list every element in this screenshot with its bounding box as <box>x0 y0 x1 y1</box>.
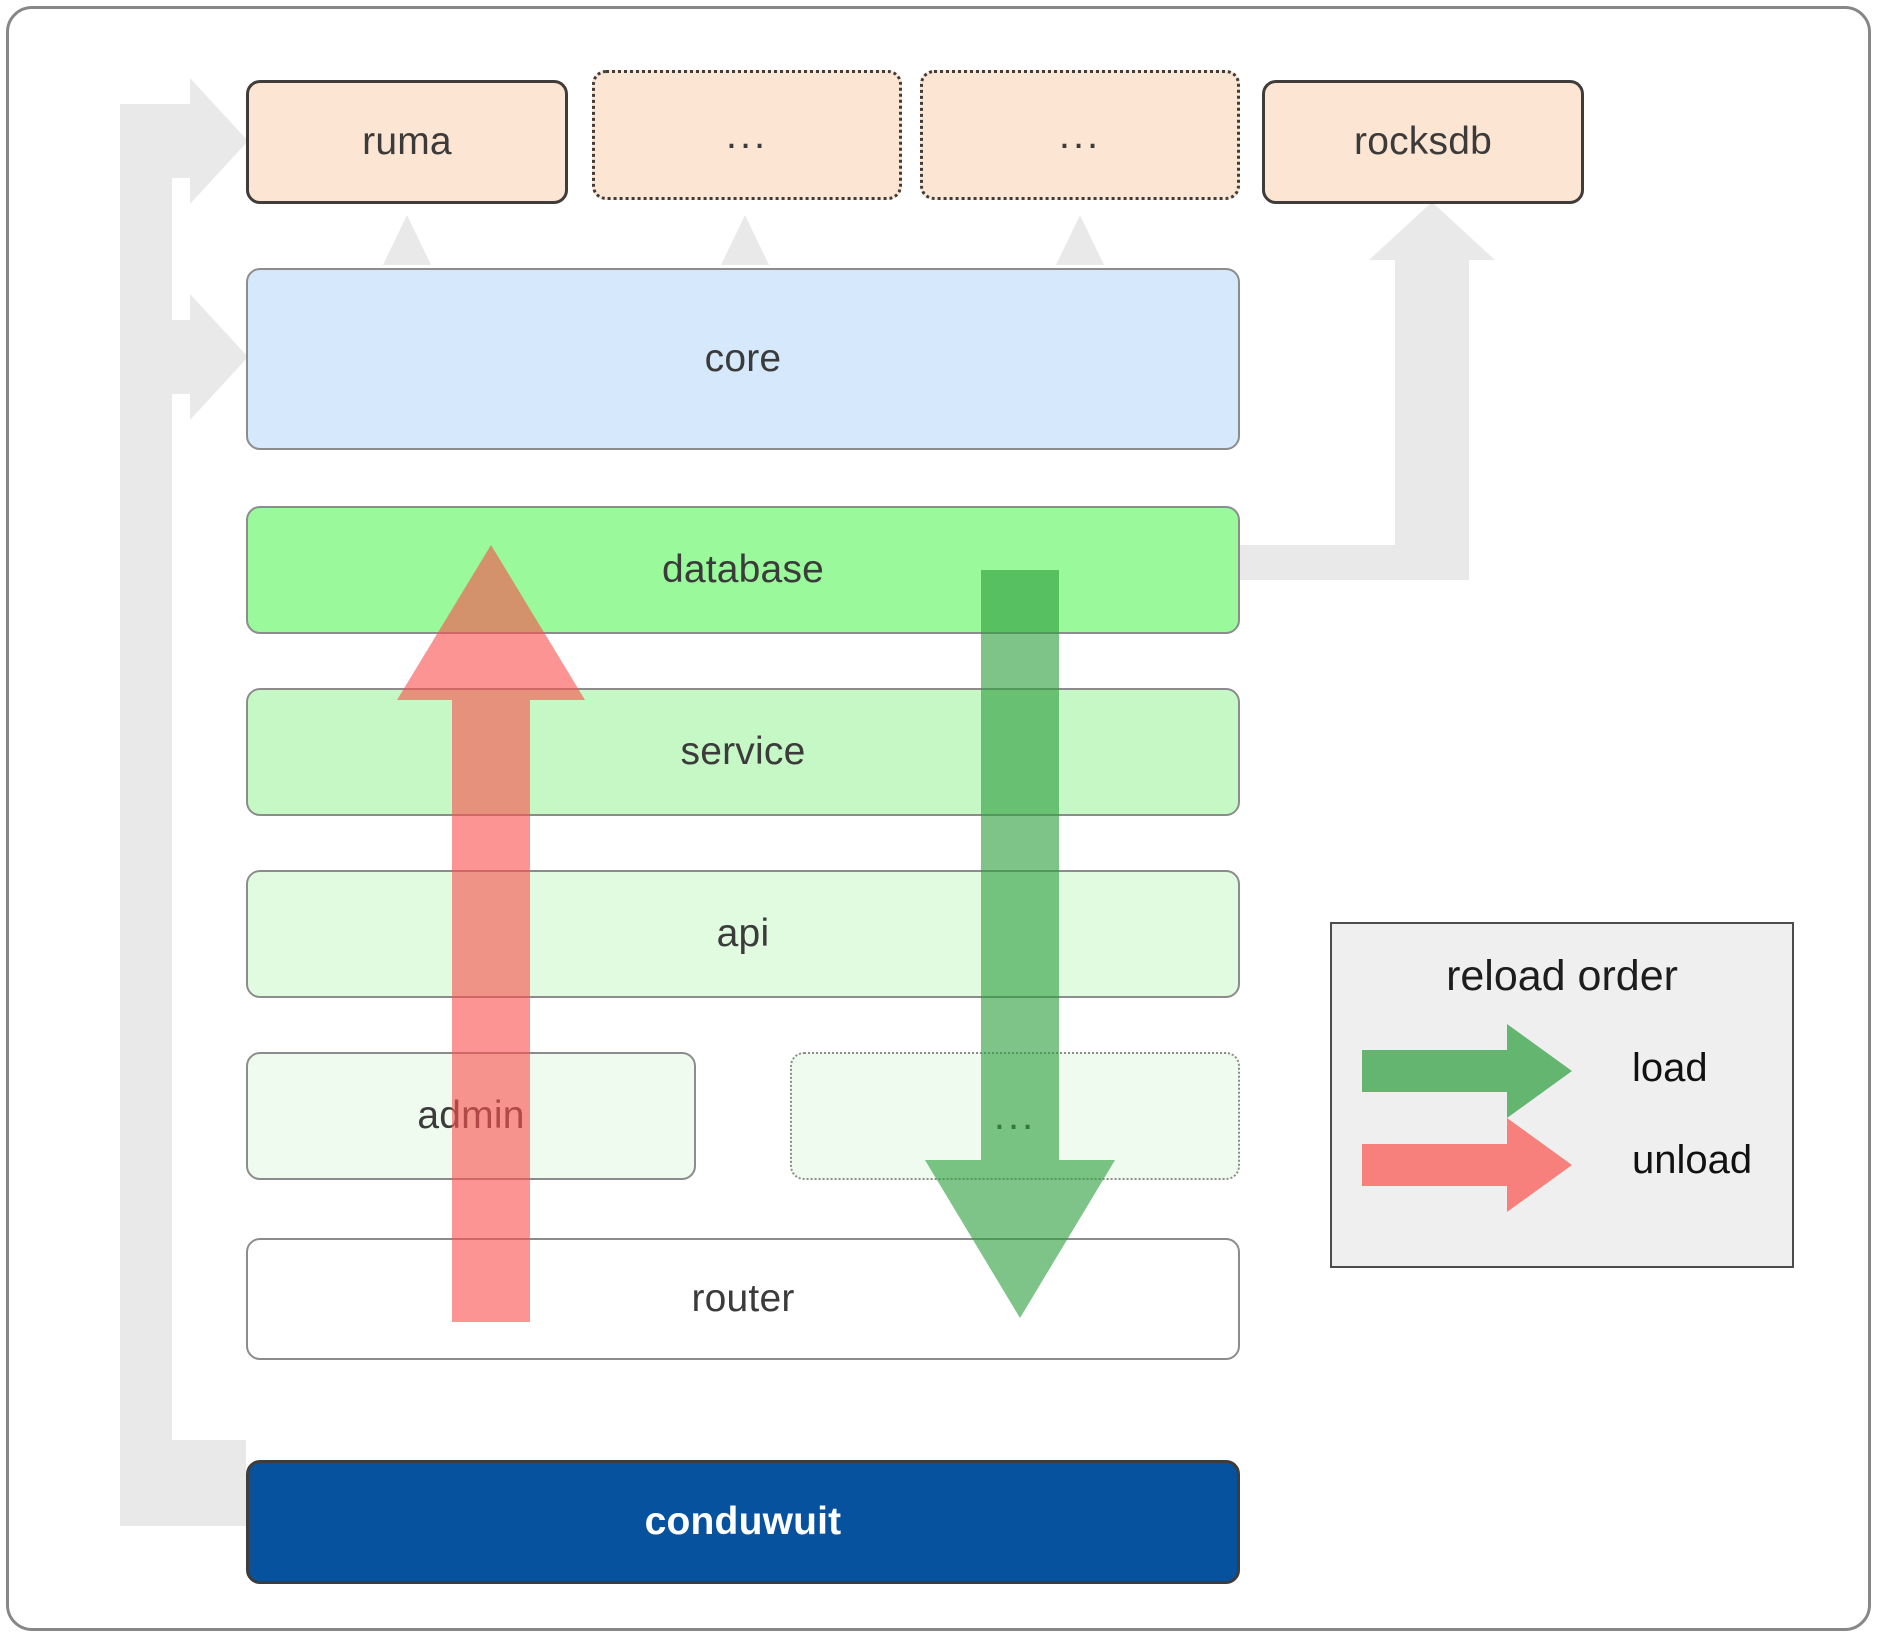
node-label: database <box>661 548 825 591</box>
node-label: conduwuit <box>644 1500 842 1543</box>
node-service[interactable]: service <box>246 688 1240 816</box>
node-label: api <box>716 912 770 955</box>
legend-panel: reload order load unload <box>1330 922 1794 1268</box>
diagram-frame <box>6 6 1871 1631</box>
node-database[interactable]: database <box>246 506 1240 634</box>
node-label: ... <box>725 113 769 157</box>
node-bottom-ellipsis[interactable]: ... <box>790 1052 1240 1180</box>
node-label: ... <box>993 1094 1037 1138</box>
node-admin[interactable]: admin <box>246 1052 696 1180</box>
node-ruma[interactable]: ruma <box>246 80 568 204</box>
node-top-ellipsis-1[interactable]: ... <box>592 70 902 200</box>
node-rocksdb[interactable]: rocksdb <box>1262 80 1584 204</box>
node-conduwuit[interactable]: conduwuit <box>246 1460 1240 1584</box>
node-label: ruma <box>362 120 452 163</box>
node-label: core <box>704 337 782 380</box>
node-label: rocksdb <box>1354 120 1492 163</box>
unload-arrow-icon <box>1362 1118 1572 1212</box>
node-label: service <box>680 730 806 773</box>
node-label: router <box>691 1277 795 1320</box>
node-label: ... <box>1058 113 1102 157</box>
node-label: admin <box>417 1094 525 1137</box>
node-core[interactable]: core <box>246 268 1240 450</box>
node-api[interactable]: api <box>246 870 1240 998</box>
legend-label-load: load <box>1632 1046 1708 1090</box>
legend-arrow-icons <box>1362 1024 1572 1212</box>
legend-label-unload: unload <box>1632 1138 1753 1182</box>
node-router[interactable]: router <box>246 1238 1240 1360</box>
node-top-ellipsis-2[interactable]: ... <box>920 70 1240 200</box>
legend-title: reload order <box>1446 952 1678 1000</box>
load-arrow-icon <box>1362 1024 1572 1118</box>
